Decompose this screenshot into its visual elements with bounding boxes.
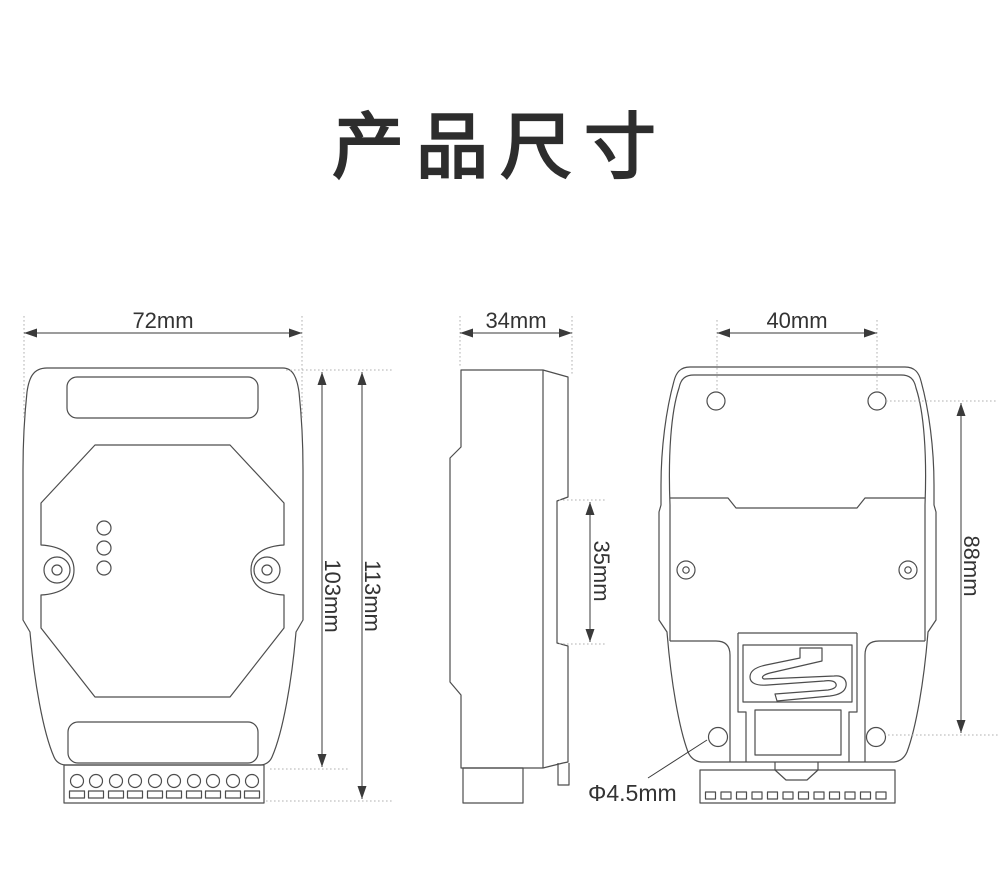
din-clip-spring-window: [742, 644, 853, 703]
terminal-slot: [704, 791, 717, 800]
back-inner-shell-line: [668, 374, 927, 641]
extension-line: [884, 400, 998, 736]
page-title: 产品尺寸: [331, 108, 668, 188]
side-din-clip-tab: [557, 763, 570, 786]
terminal-slot: [107, 790, 125, 799]
led-indicator: [96, 520, 112, 536]
front-case-outline: [22, 367, 304, 766]
terminal-slot: [735, 791, 748, 800]
back-bottom-right-mounting-hole: [865, 726, 887, 748]
leader-line-hole-diameter: [647, 739, 708, 779]
terminal-slot: [751, 791, 763, 800]
terminal-screw: [147, 773, 163, 789]
terminal-screw: [225, 773, 241, 789]
front-terminal-block: [63, 764, 265, 804]
back-left-screw-hole: [676, 560, 696, 580]
terminal-slot: [875, 791, 887, 800]
din-clip-release-tab: [774, 762, 819, 781]
front-top-label-recess: [66, 376, 259, 419]
terminal-slot: [720, 791, 732, 800]
side-view: [449, 369, 570, 804]
front-octagon-panel: [40, 444, 285, 698]
back-top-right-mounting-hole: [867, 391, 887, 411]
terminal-slot: [185, 790, 203, 799]
back-case-outline: [658, 366, 937, 763]
terminal-screw: [69, 773, 85, 789]
terminal-slot: [844, 791, 856, 800]
side-case-outline: [449, 369, 569, 769]
dim-label-hole-diameter: Φ4.5mm: [588, 780, 677, 806]
terminal-screw: [127, 773, 143, 789]
front-view: [22, 367, 304, 804]
terminal-slot: [813, 791, 825, 800]
terminal-slot: [859, 791, 872, 800]
terminal-slot: [146, 790, 164, 799]
dim-label-front-total-height: 113mm: [360, 560, 385, 632]
terminal-slot: [243, 790, 261, 799]
terminal-slot: [165, 790, 183, 799]
terminal-screw: [244, 773, 260, 789]
back-left-wing-panel: [670, 640, 731, 762]
terminal-slot: [126, 790, 144, 799]
back-right-screw-hole-inner: [904, 566, 912, 574]
dim-label-back-hole-height: 88mm: [959, 535, 984, 596]
dim-label-side-depth: 34mm: [485, 308, 546, 333]
terminal-slot: [766, 791, 779, 800]
front-right-screw-hole-inner: [261, 564, 273, 576]
led-indicators: [96, 520, 112, 576]
back-bottom-left-mounting-hole: [707, 726, 729, 748]
front-bottom-label-recess: [67, 721, 259, 764]
terminal-slot: [68, 790, 86, 799]
back-parting-line: [670, 497, 925, 509]
back-view: [658, 366, 937, 804]
din-clip-spring: [749, 647, 847, 702]
dim-label-front-width: 72mm: [132, 308, 193, 333]
terminal-screw: [166, 773, 182, 789]
back-top-left-mounting-hole: [706, 391, 726, 411]
din-clip-frame: [737, 632, 858, 762]
terminal-block-body: [63, 764, 265, 804]
dimension-annotations: 72mm 103mm 113mm 34mm 35mm 40mm 88mm: [23, 308, 998, 806]
terminal-slot: [797, 791, 810, 800]
led-indicator: [96, 540, 112, 556]
terminal-slot: [782, 791, 794, 800]
dim-label-back-hole-spacing: 40mm: [766, 308, 827, 333]
terminal-slot: [828, 791, 841, 800]
back-left-screw-hole-inner: [682, 566, 690, 574]
led-indicator: [96, 560, 112, 576]
terminal-screw: [186, 773, 202, 789]
terminal-screw: [108, 773, 124, 789]
dim-label-front-body-height: 103mm: [320, 559, 345, 632]
extension-line: [459, 316, 573, 375]
terminal-slot: [224, 790, 242, 799]
front-right-screw-hole: [253, 556, 281, 584]
side-terminal-block: [462, 767, 524, 804]
terminal-slot: [204, 790, 222, 799]
back-terminal-block: [699, 769, 896, 804]
terminal-screw: [205, 773, 221, 789]
terminal-screw: [88, 773, 104, 789]
din-clip-lower-window: [754, 709, 842, 756]
front-left-screw-hole-inner: [51, 564, 63, 576]
back-right-wing-panel: [864, 640, 925, 762]
front-left-screw-hole: [43, 556, 71, 584]
terminal-slot: [87, 790, 105, 799]
back-right-screw-hole: [898, 560, 918, 580]
din-rail-clip: [737, 632, 858, 781]
terminal-block-body: [699, 769, 896, 804]
extension-line: [266, 369, 392, 802]
dim-label-din-rail: 35mm: [589, 540, 614, 601]
